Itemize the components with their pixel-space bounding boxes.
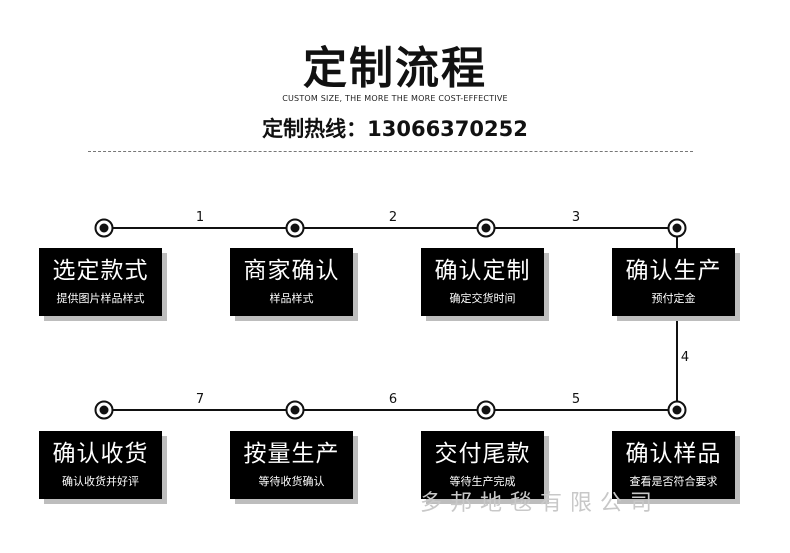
step-label: 确认样品 [625,441,722,467]
step-box: 选定款式 提供图片样品样式 [39,248,162,316]
step-description: 确定交货时间 [449,292,516,305]
step-label: 按量生产 [243,441,340,467]
step-description: 样品样式 [269,292,314,305]
page-subtitle: CUSTOM SIZE, THE MORE THE MORE COST-EFFE… [282,94,508,103]
step-label: 选定款式 [52,258,149,284]
node-circle-icon [94,218,114,238]
node-circle-icon [667,218,687,238]
step-box: 确认样品 查看是否符合要求 [612,431,735,499]
hotline: 定制热线：13066370252 [262,117,528,141]
watermark: 多邦地毯有限公司 [420,491,661,516]
step-box: 按量生产 等待收货确认 [230,431,353,499]
connector-number: 4 [680,350,690,365]
step-description: 提供图片样品样式 [56,292,145,305]
step-description: 等待收货确认 [258,475,325,488]
step-label: 商家确认 [243,258,340,284]
step-label: 确认收货 [52,441,149,467]
step-box: 确认生产 预付定金 [612,248,735,316]
connector-number: 1 [195,210,205,225]
node-circle-icon [476,400,496,420]
node-circle-icon [285,218,305,238]
step-box: 交付尾款 等待生产完成 [421,431,544,499]
connector-number: 2 [388,210,398,225]
step-description: 等待生产完成 [449,475,516,488]
step-box: 确认收货 确认收货并好评 [39,431,162,499]
node-circle-icon [667,400,687,420]
step-label: 交付尾款 [434,441,531,467]
step-description: 确认收货并好评 [62,475,139,488]
step-label: 确认定制 [434,258,531,284]
step-label: 确认生产 [625,258,722,284]
node-circle-icon [285,400,305,420]
node-circle-icon [476,218,496,238]
node-circle-icon [94,400,114,420]
step-description: 查看是否符合要求 [629,475,718,488]
step-box: 确认定制 确定交货时间 [421,248,544,316]
page-title: 定制流程 [303,43,487,94]
step-description: 预付定金 [651,292,696,305]
connector-number: 7 [195,392,205,407]
step-box: 商家确认 样品样式 [230,248,353,316]
connector-number: 5 [571,392,581,407]
connector-number: 6 [388,392,398,407]
connector-number: 3 [571,210,581,225]
dashed-divider [88,151,693,152]
